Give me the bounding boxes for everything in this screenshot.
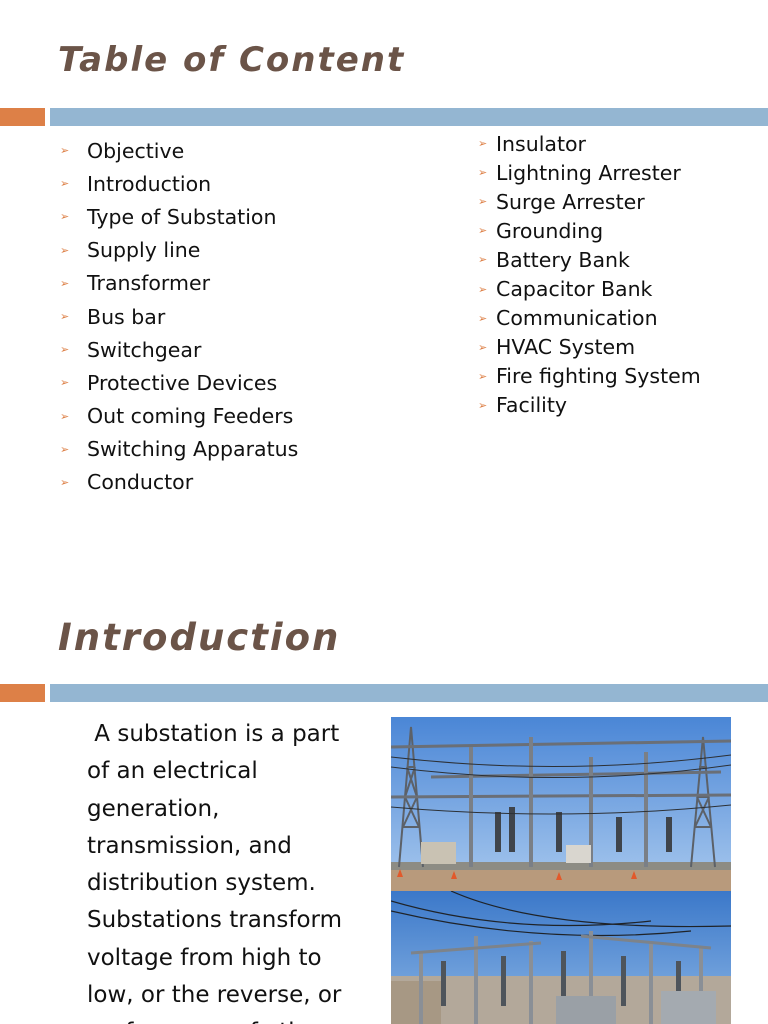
- arrow-bullet-icon: ➢: [60, 475, 70, 489]
- arrow-bullet-icon: ➢: [478, 282, 488, 296]
- list-item: ➢Transformer: [60, 271, 211, 296]
- toc-title: Table of Content: [58, 40, 406, 80]
- arrow-bullet-icon: ➢: [478, 253, 488, 267]
- arrow-bullet-icon: ➢: [478, 224, 488, 238]
- list-item: ➢Insulator: [478, 131, 586, 156]
- accent-bar-orange: [0, 108, 45, 126]
- list-item: ➢Grounding: [478, 218, 604, 243]
- accent-bar-blue: [50, 108, 768, 126]
- arrow-bullet-icon: ➢: [478, 398, 488, 412]
- list-item: ➢Protective Devices: [60, 370, 278, 395]
- arrow-bullet-icon: ➢: [478, 137, 488, 151]
- text-line: transmission, and: [87, 832, 292, 859]
- toc-list-right: ➢Insulator ➢Lightning Arrester ➢Surge Ar…: [478, 129, 701, 420]
- list-item: ➢Introduction: [60, 171, 212, 196]
- arrow-bullet-icon: ➢: [60, 310, 70, 324]
- text-line: voltage from high to: [87, 944, 322, 971]
- arrow-bullet-icon: ➢: [478, 311, 488, 325]
- list-item: ➢Facility: [478, 393, 567, 418]
- arrow-bullet-icon: ➢: [60, 276, 70, 290]
- text-line: distribution system.: [87, 870, 316, 897]
- text-line: generation,: [87, 795, 220, 822]
- arrow-bullet-icon: ➢: [478, 369, 488, 383]
- list-item: ➢Bus bar: [60, 304, 166, 329]
- accent-bar-orange: [0, 684, 45, 702]
- text-line: low, or the reverse, or: [87, 982, 342, 1009]
- substation-photo: [391, 717, 731, 891]
- list-item: ➢Surge Arrester: [478, 189, 645, 214]
- substation-photo: [391, 891, 731, 1024]
- accent-bar-blue: [50, 684, 768, 702]
- list-item: ➢Switching Apparatus: [60, 437, 299, 462]
- arrow-bullet-icon: ➢: [60, 144, 70, 158]
- text-line: of an electrical: [87, 758, 258, 785]
- list-item: ➢Fire fighting System: [478, 364, 701, 389]
- list-item: ➢Out coming Feeders: [60, 404, 294, 429]
- text-line: perform any of other: [87, 1014, 377, 1024]
- arrow-bullet-icon: ➢: [60, 442, 70, 456]
- list-item: ➢Conductor: [60, 470, 194, 495]
- text-line: A substation is a part: [87, 721, 340, 747]
- arrow-bullet-icon: ➢: [60, 409, 70, 423]
- arrow-bullet-icon: ➢: [60, 376, 70, 390]
- text-line: Substations transform: [87, 907, 342, 934]
- intro-title: Introduction: [58, 616, 341, 659]
- arrow-bullet-icon: ➢: [60, 243, 70, 257]
- arrow-bullet-icon: ➢: [478, 340, 488, 354]
- list-item: ➢Battery Bank: [478, 247, 630, 272]
- toc-slide: Table of Content ➢Objective ➢Introductio…: [0, 40, 768, 499]
- list-item: ➢Lightning Arrester: [478, 160, 681, 185]
- list-item: ➢Type of Substation: [60, 204, 277, 229]
- arrow-bullet-icon: ➢: [60, 210, 70, 224]
- list-item: ➢HVAC System: [478, 335, 636, 360]
- list-item: ➢Objective: [60, 138, 185, 163]
- intro-paragraph: A substation is a part of an electrical …: [87, 716, 377, 1024]
- intro-slide: Introduction A substation is a part of a…: [0, 576, 768, 1024]
- toc-list-left: ➢Objective ➢Introduction ➢Type of Substa…: [60, 134, 298, 499]
- arrow-bullet-icon: ➢: [60, 177, 70, 191]
- list-item: ➢Capacitor Bank: [478, 277, 653, 302]
- list-item: ➢Switchgear: [60, 337, 202, 362]
- list-item: ➢Supply line: [60, 238, 201, 263]
- arrow-bullet-icon: ➢: [478, 195, 488, 209]
- arrow-bullet-icon: ➢: [478, 166, 488, 180]
- list-item: ➢Communication: [478, 306, 658, 331]
- arrow-bullet-icon: ➢: [60, 343, 70, 357]
